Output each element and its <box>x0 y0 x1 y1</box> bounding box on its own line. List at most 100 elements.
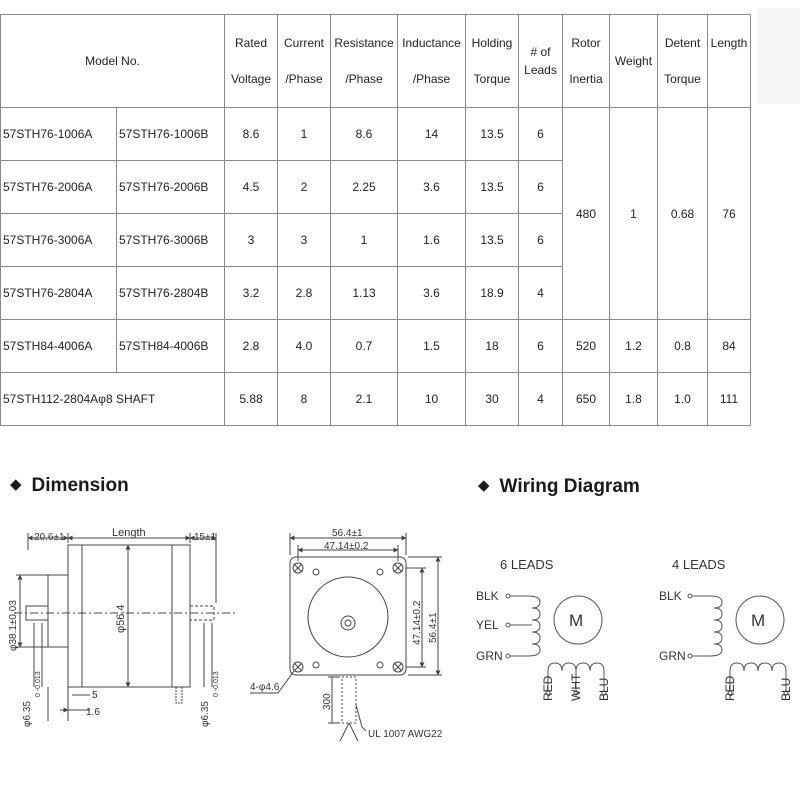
dim-cable-spec: UL 1007 AWG22 <box>368 729 443 740</box>
cell-resistance: 1.13 <box>330 266 398 320</box>
six-lead-wht: WHT <box>569 673 583 701</box>
four-lead-grn: GRN <box>659 649 686 663</box>
cell-voltage: 8.6 <box>224 107 278 161</box>
cell-current: 1 <box>277 107 331 161</box>
cell-voltage: 5.88 <box>224 372 278 426</box>
six-leads-title: 6 LEADS <box>500 557 554 572</box>
cell-weight: 1.2 <box>609 319 658 373</box>
cell-inertia: 520 <box>562 319 610 373</box>
dim-pilot-height: 1.6 <box>86 707 100 718</box>
dim-pilot-dia: φ38.1±0.03 <box>8 600 19 651</box>
cell-length-76: 76 <box>707 107 751 320</box>
table-row: 57STH76-3006A 57STH76-3006B 3 3 1 1.6 13… <box>0 213 751 267</box>
four-lead-blu: BLU <box>779 678 793 701</box>
cell-torque: 13.5 <box>465 213 519 267</box>
cell-torque: 18 <box>465 319 519 373</box>
wiring-title: Wiring Diagram <box>499 476 640 497</box>
cell-leads: 4 <box>518 372 563 426</box>
dim-front-width: 56.4±1 <box>332 528 363 539</box>
model-a: 57STH84-4006A <box>0 319 117 373</box>
front-view-drawing <box>250 533 442 742</box>
wiring-heading: ◆ Wiring Diagram <box>478 476 640 498</box>
cell-inertia: 650 <box>562 372 610 426</box>
cell-torque: 13.5 <box>465 160 519 214</box>
side-view-drawing <box>14 533 238 721</box>
wiring-6-leads <box>505 593 607 696</box>
six-lead-yel: YEL <box>476 618 499 632</box>
header-weight: Weight <box>609 14 658 108</box>
table-row: 57STH112-2804Aφ8 SHAFT 5.88 8 2.1 10 30 … <box>0 372 751 426</box>
dim-flat-depth: 5 <box>92 690 98 701</box>
cell-voltage: 3 <box>224 213 278 267</box>
header-inductance: Inductance/Phase <box>397 14 466 108</box>
cell-length: 84 <box>707 319 751 373</box>
dim-body-dia: φ56.4 <box>115 604 127 633</box>
dim-shaft-dia-left: φ6.35 <box>22 701 33 727</box>
cell-inductance: 14 <box>397 107 466 161</box>
dim-shaft-dia-right: φ6.35 <box>200 701 211 727</box>
cell-voltage: 3.2 <box>224 266 278 320</box>
model-b: 57STH76-2006B <box>116 160 225 214</box>
table-row: 57STH84-4006A 57STH84-4006B 2.8 4.0 0.7 … <box>0 319 751 373</box>
model-a: 57STH76-1006A <box>0 107 117 161</box>
cell-voltage: 4.5 <box>224 160 278 214</box>
cell-torque: 30 <box>465 372 519 426</box>
header-length: Length <box>707 14 751 108</box>
cell-inductance: 1.6 <box>397 213 466 267</box>
four-lead-red: RED <box>723 675 737 701</box>
six-lead-blk: BLK <box>476 589 499 603</box>
model-b: 57STH76-2804B <box>116 266 225 320</box>
cell-inductance: 3.6 <box>397 266 466 320</box>
cell-current: 8 <box>277 372 331 426</box>
four-leads-title: 4 LEADS <box>672 557 726 572</box>
cell-resistance: 0.7 <box>330 319 398 373</box>
cell-resistance: 2.25 <box>330 160 398 214</box>
diamond-icon: ◆ <box>478 477 490 494</box>
cell-detent: 1.0 <box>657 372 708 426</box>
model-b: 57STH76-3006B <box>116 213 225 267</box>
dim-shaft-length: 15±1 <box>194 532 217 543</box>
table-row: 57STH76-2006A 57STH76-2006B 4.5 2 2.25 3… <box>0 160 751 214</box>
cell-detent: 0.8 <box>657 319 708 373</box>
header-model: Model No. <box>0 14 225 108</box>
wiring-4-leads <box>687 593 789 696</box>
cell-resistance: 2.1 <box>330 372 398 426</box>
model-full: 57STH112-2804Aφ8 SHAFT <box>0 372 225 426</box>
cell-resistance: 8.6 <box>330 107 398 161</box>
model-a: 57STH76-2006A <box>0 160 117 214</box>
faded-edge <box>757 8 800 104</box>
motor-symbol-6: M <box>569 611 583 630</box>
cell-leads: 6 <box>518 107 563 161</box>
cell-inductance: 1.5 <box>397 319 466 373</box>
dim-hole-spacing: 47.14±0.2 <box>324 541 369 552</box>
diamond-icon: ◆ <box>10 476 22 493</box>
cell-leads: 6 <box>518 160 563 214</box>
cell-weight-76: 1 <box>609 107 658 320</box>
cell-current: 4.0 <box>277 319 331 373</box>
model-a: 57STH76-3006A <box>0 213 117 267</box>
motor-symbol-4: M <box>751 611 765 630</box>
cell-current: 2.8 <box>277 266 331 320</box>
cell-torque: 18.9 <box>465 266 519 320</box>
dim-shaft-tol-left: 0 -0.013 <box>35 671 42 697</box>
dim-cable-length: 300 <box>322 693 333 710</box>
model-b: 57STH76-1006B <box>116 107 225 161</box>
model-b: 57STH84-4006B <box>116 319 225 373</box>
header-resistance: Resistance/Phase <box>330 14 398 108</box>
cell-resistance: 1 <box>330 213 398 267</box>
cell-leads: 4 <box>518 266 563 320</box>
cell-leads: 6 <box>518 213 563 267</box>
dim-hole-spacing-v: 47.14±0.2 <box>412 600 423 645</box>
cell-length: 111 <box>707 372 751 426</box>
model-a: 57STH76-2804A <box>0 266 117 320</box>
cell-torque: 13.5 <box>465 107 519 161</box>
cell-inductance: 10 <box>397 372 466 426</box>
dimension-title: Dimension <box>31 475 129 496</box>
dim-mount-holes: 4-φ4.6 <box>250 682 280 693</box>
four-lead-blk: BLK <box>659 589 682 603</box>
